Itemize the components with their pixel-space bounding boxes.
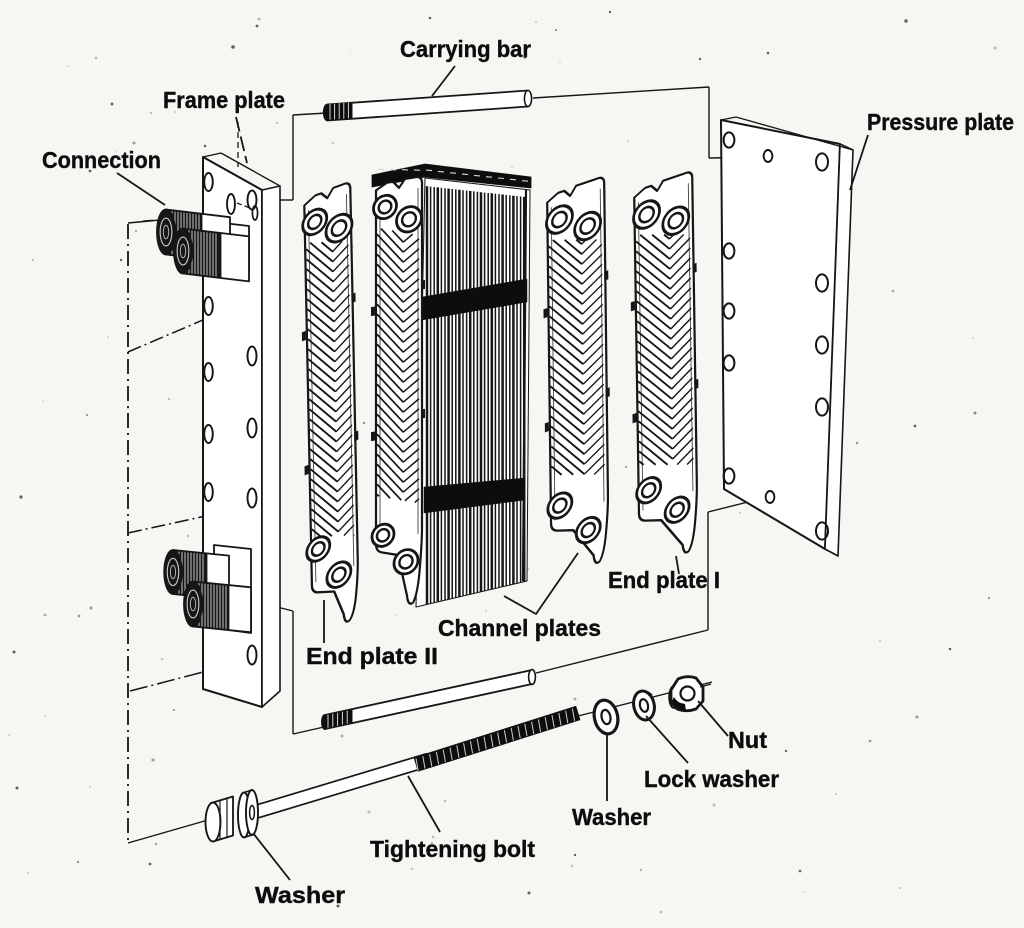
svg-text:Washer: Washer (572, 804, 651, 830)
svg-text:Frame plate: Frame plate (163, 87, 285, 113)
svg-text:Nut: Nut (728, 727, 767, 753)
svg-text:Channel plates: Channel plates (438, 615, 601, 641)
svg-text:Tightening bolt: Tightening bolt (370, 836, 535, 862)
svg-text:Connection: Connection (42, 147, 161, 173)
svg-text:End plate I: End plate I (608, 567, 720, 593)
svg-text:Pressure plate: Pressure plate (867, 109, 1014, 135)
svg-text:Lock washer: Lock washer (644, 766, 779, 792)
svg-text:Washer: Washer (255, 882, 345, 908)
svg-text:Carrying bar: Carrying bar (400, 36, 531, 62)
svg-text:End plate II: End plate II (306, 643, 438, 669)
